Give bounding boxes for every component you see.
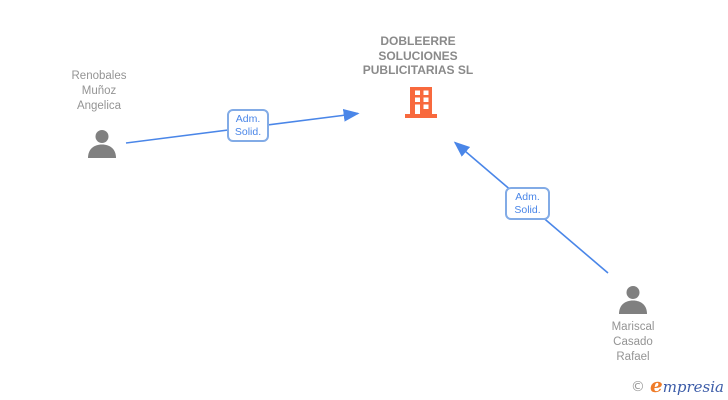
logo-letter-e: e [649, 373, 663, 397]
logo-brand-text: mpresia [662, 378, 724, 396]
edge-label-line: Adm. [515, 191, 540, 203]
edge-label-line: Solid. [514, 204, 541, 216]
edge-label-line: Adm. [235, 113, 261, 125]
person-name-line: Casado [613, 336, 653, 348]
company-name-line: DOBLEERRE [380, 34, 456, 48]
person-icon[interactable] [617, 284, 649, 316]
person-name-line: Angelica [76, 100, 122, 112]
person-node-label-renobales[interactable]: Renobales Muñoz Angelica [39, 69, 159, 114]
person-name-line: Renobales [71, 70, 127, 82]
edge-label-line: Solid. [234, 126, 262, 138]
edge-label-adm-solid-1[interactable]: Adm. Solid. [227, 109, 269, 142]
building-icon[interactable] [404, 87, 438, 119]
company-name-line: PUBLICITARIAS SL [362, 63, 474, 77]
company-node-label[interactable]: DOBLEERRE SOLUCIONES PUBLICITARIAS SL [333, 34, 503, 78]
person-node-label-mariscal[interactable]: Mariscal Casado Rafael [573, 320, 693, 365]
edge-label-adm-solid-2[interactable]: Adm. Solid. [505, 187, 550, 220]
person-icon[interactable] [86, 128, 118, 160]
copyright-icon: © [630, 379, 645, 395]
person-name-line: Rafael [616, 351, 650, 363]
empresia-logo: © empresia [631, 373, 724, 397]
person-name-line: Muñoz [81, 85, 117, 97]
company-name-line: SOLUCIONES [378, 48, 458, 63]
person-name-line: Mariscal [611, 321, 655, 333]
